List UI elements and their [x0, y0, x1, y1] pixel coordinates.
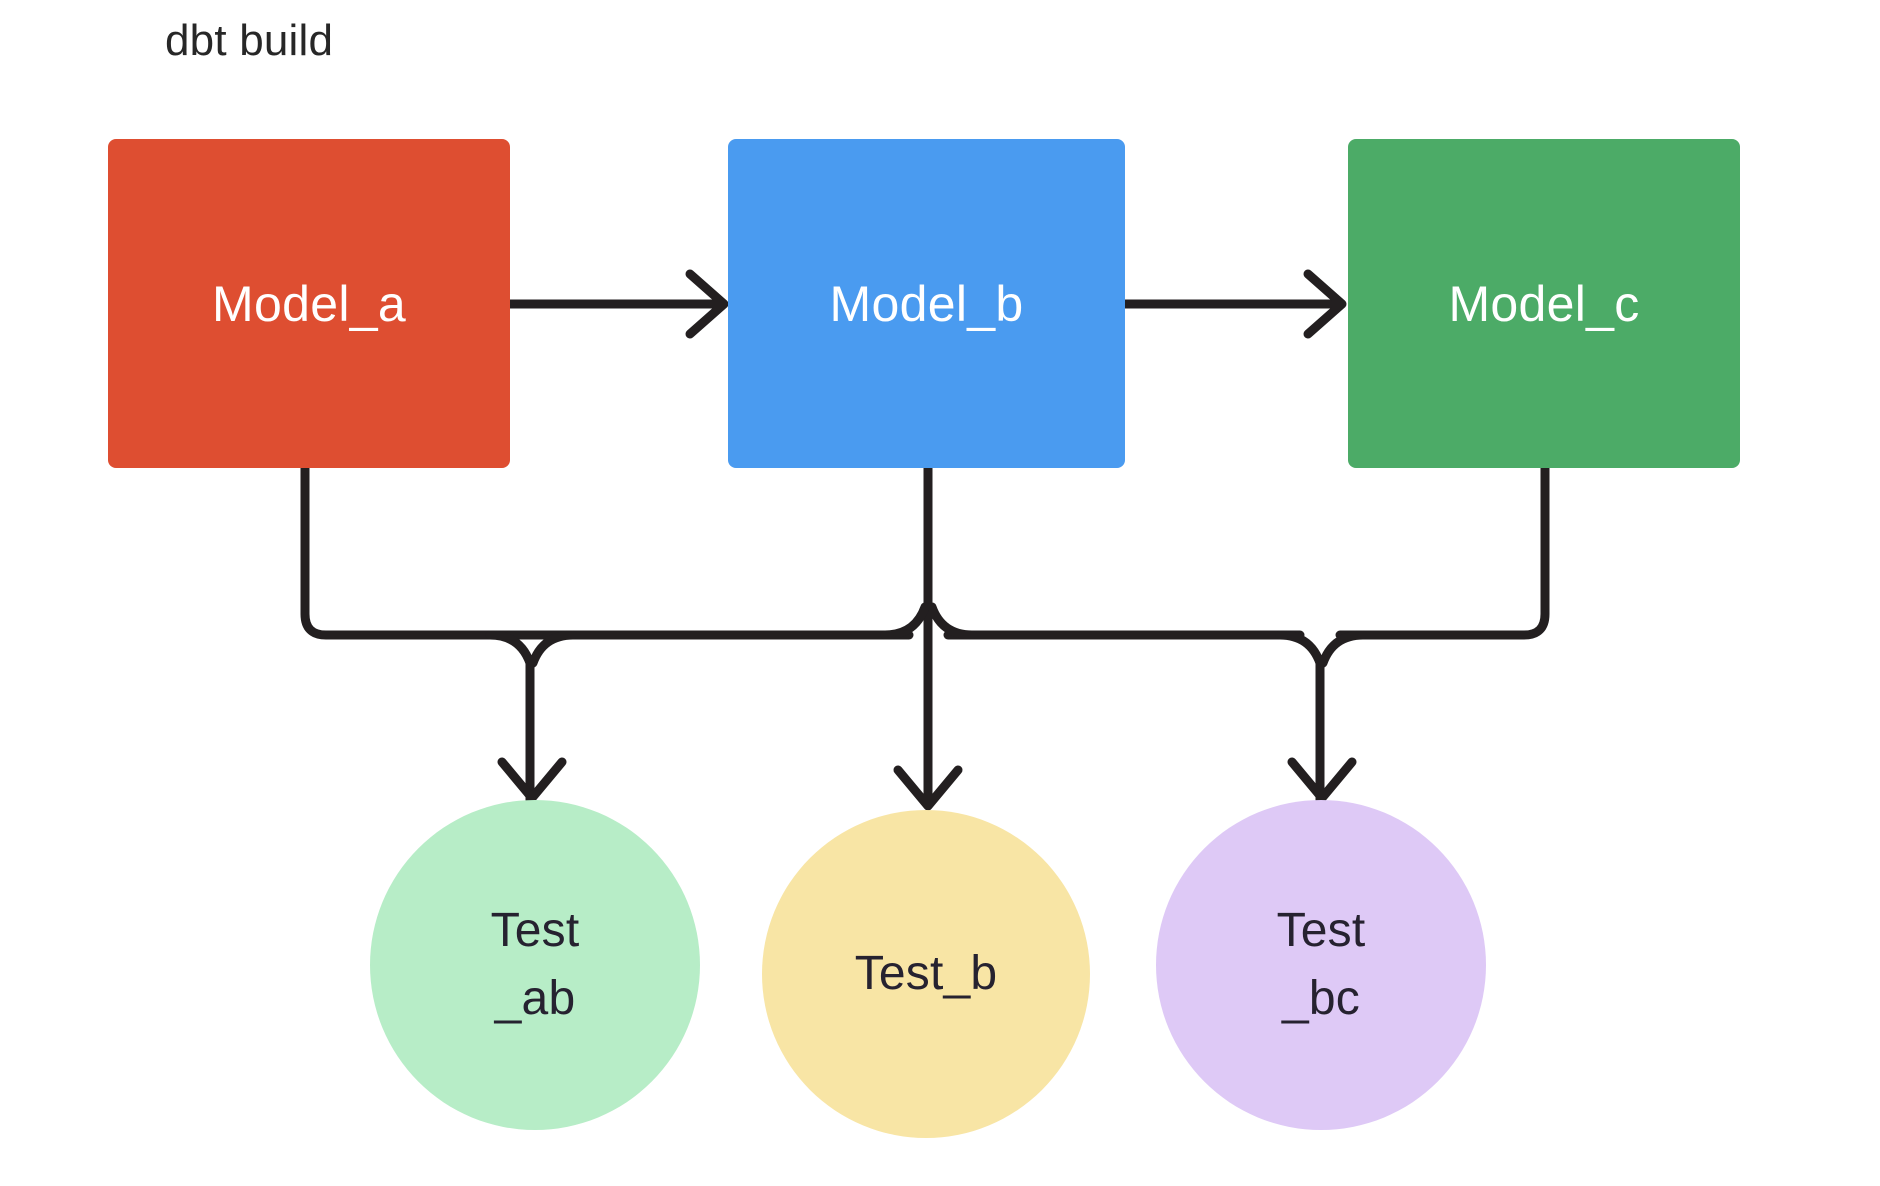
node-model-b-label: Model_b: [829, 275, 1024, 332]
node-model-c-label: Model_c: [1448, 275, 1640, 332]
edge-bus-to-test-ab-fillet: [528, 630, 578, 668]
node-test-b-label: Test_b: [854, 946, 998, 1000]
node-model-c[interactable]: Model_c: [1348, 139, 1740, 468]
arrowhead-model-c: [1303, 269, 1347, 339]
node-test-ab-label: Test _ab: [490, 903, 580, 1025]
arrowhead-test-bc: [1287, 757, 1357, 803]
page-title: dbt build: [165, 16, 334, 65]
node-model-b[interactable]: Model_b: [728, 139, 1125, 468]
edge-bus-fillet-left: [880, 602, 930, 640]
node-test-ab[interactable]: Test _ab: [370, 800, 700, 1130]
node-test-bc-label: Test _bc: [1276, 903, 1366, 1025]
node-test-bc[interactable]: Test _bc: [1156, 800, 1486, 1130]
node-test-b[interactable]: Test_b: [762, 810, 1090, 1138]
arrowhead-test-ab: [497, 757, 567, 803]
arrowhead-test-b: [893, 765, 963, 811]
edge-bus-to-test-ab: [485, 630, 535, 805]
edge-model-a-to-bus: [300, 463, 515, 640]
arrowhead-model-b: [685, 269, 729, 339]
edge-bus-fillet-right: [927, 602, 977, 640]
node-model-a[interactable]: Model_a: [108, 139, 510, 468]
edge-bus-to-test-bc: [1275, 630, 1325, 805]
edge-model-c-to-bus: [1335, 463, 1550, 640]
edge-bus-to-test-bc-fillet: [1318, 630, 1368, 668]
node-model-a-label: Model_a: [212, 275, 406, 332]
